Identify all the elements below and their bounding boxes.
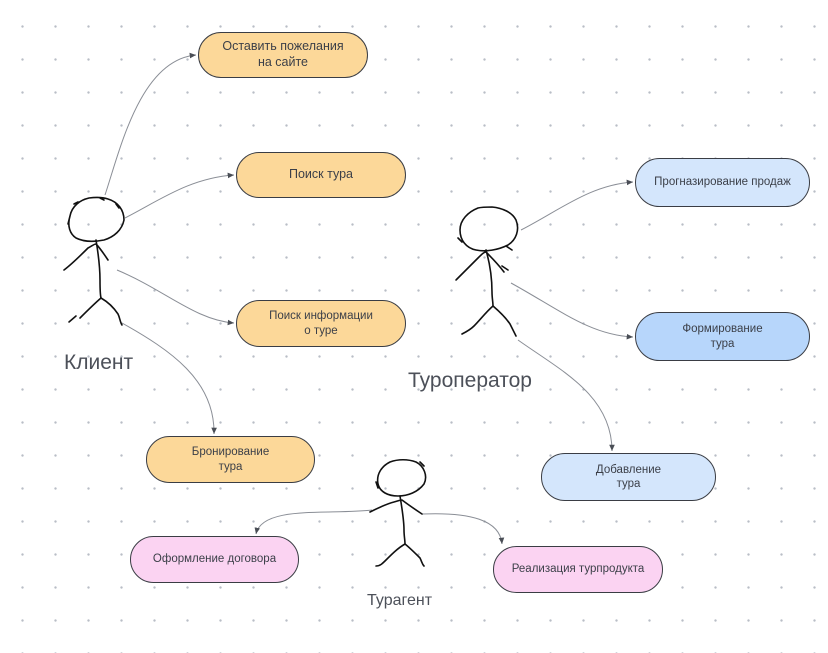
actor-head [67,196,125,243]
actor-body [95,239,102,299]
usecase-tour-formation[interactable]: Формирование тура [635,312,810,361]
connector-operator-adding [517,339,615,452]
actor-operator-figure[interactable] [448,200,528,340]
actor-body [485,249,494,307]
actor-agent-figure[interactable] [364,452,434,572]
connector-operator-forecast [520,179,634,231]
usecase-tour-info-search[interactable]: Поиск информации о туре [236,300,406,347]
connector-client-wish [104,52,197,196]
usecase-tour-booking[interactable]: Бронирование тура [146,436,315,483]
connector-client-search [124,172,235,219]
actor-label-operator: Туроператор [408,369,532,392]
actor-arms [369,499,423,515]
connector-client-info [116,269,235,326]
actor-body [399,495,406,545]
actor-arms [455,251,509,281]
usecase-tour-product-sale[interactable]: Реализация турпродукта [493,546,663,593]
actor-label-client: Клиент [64,351,134,374]
usecase-tour-search[interactable]: Поиск тура [236,152,406,198]
connector-agent-contract [254,509,373,535]
usecase-contract-registration[interactable]: Оформление договора [130,536,299,583]
connector-client-booking [121,322,217,435]
connector-operator-formation [510,282,634,340]
usecase-leave-wishes[interactable]: Оставить пожелания на сайте [198,32,368,78]
actor-legs [461,305,517,337]
actor-legs [375,543,425,567]
actor-client-figure[interactable] [56,190,136,330]
actor-head [457,206,519,252]
connector-agent-realization [421,513,505,545]
usecase-sales-forecast[interactable]: Прогназирование продаж [635,158,810,207]
actor-legs [68,297,123,326]
actor-arms [63,243,109,271]
actor-head [375,458,427,497]
actor-label-agent: Турагент [367,592,433,609]
usecase-tour-adding[interactable]: Добавление тура [541,453,716,501]
